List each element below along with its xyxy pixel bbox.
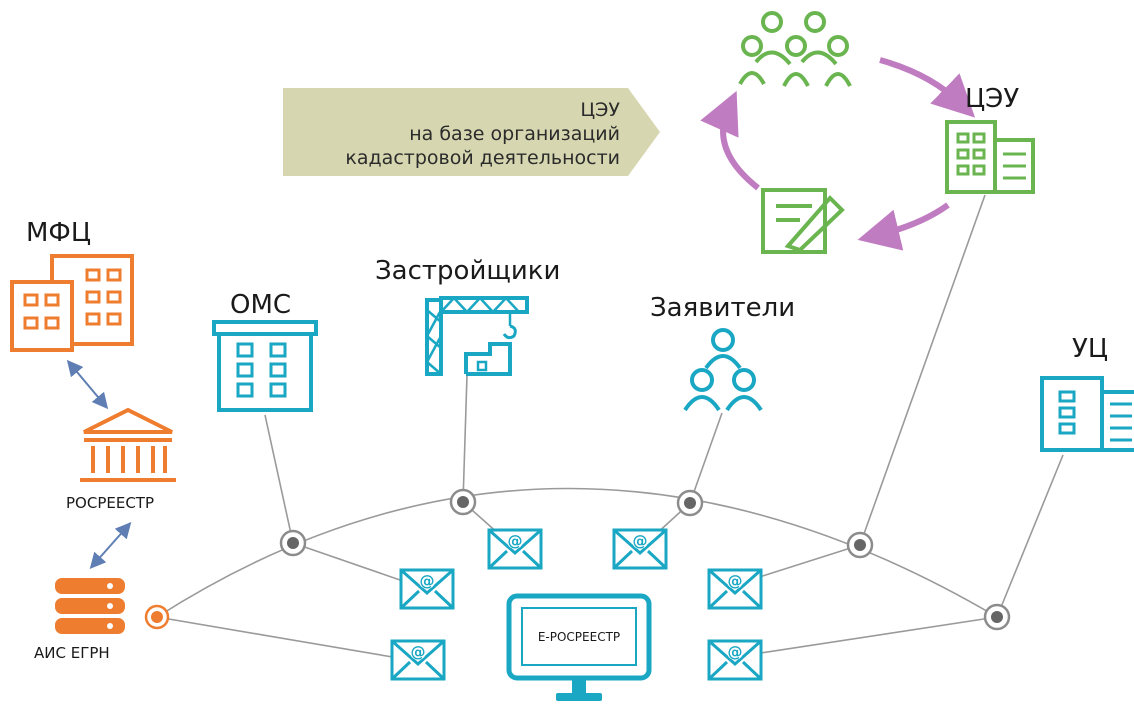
- office-buildings-icon: [10, 254, 134, 352]
- label-developers: Застройщики: [375, 256, 561, 286]
- label-e-rosreestr: E-РОСРЕЕСТР: [537, 630, 621, 644]
- network-node: [983, 603, 1011, 631]
- ceu-banner-text: ЦЭУ на базе организаций кадастровой деят…: [300, 98, 620, 170]
- banner-line-2: на базе организаций: [409, 123, 620, 145]
- database-server-icon: [55, 578, 125, 634]
- office-building-icon: [212, 320, 318, 412]
- label-applicants: Заявители: [650, 293, 796, 323]
- spoke-developers: [462, 374, 468, 503]
- label-ais-egrn: АИС ЕГРН: [34, 644, 110, 662]
- label-uc: УЦ: [1072, 334, 1109, 364]
- email-envelope-icon: [612, 528, 668, 570]
- construction-crane-icon: [425, 296, 529, 376]
- ais-node: [144, 604, 170, 630]
- email-envelope-icon: [487, 528, 543, 570]
- spoke-applicants: [689, 412, 723, 504]
- spoke-uc: [996, 454, 1064, 618]
- arrow-rosreestr-ais: [89, 522, 132, 569]
- office-building-icon: [1040, 376, 1134, 452]
- network-node: [676, 489, 704, 517]
- banner-line-1: ЦЭУ: [580, 99, 620, 121]
- government-building-icon: [80, 407, 176, 482]
- arrow-mfc-rosreestr: [66, 359, 109, 410]
- computer-monitor-icon: [506, 593, 652, 701]
- email-envelope-icon: [707, 639, 763, 681]
- email-envelope-icon: [707, 568, 763, 610]
- banner-line-3: кадастровой деятельности: [345, 147, 620, 169]
- crowd-icon: [738, 11, 852, 87]
- network-node: [846, 531, 874, 559]
- document-edit-icon: [761, 188, 845, 254]
- line-bottom-left: [156, 616, 411, 661]
- label-rosreestr: РОСРЕЕСТР: [66, 494, 155, 512]
- branch-env4: [749, 544, 861, 581]
- ceu-banner: [283, 88, 660, 176]
- spoke-oms: [264, 414, 294, 544]
- label-oms: ОМС: [230, 290, 292, 320]
- email-envelope-icon: [399, 568, 455, 610]
- network-node: [449, 488, 477, 516]
- network-node: [279, 529, 307, 557]
- branch-env3: [292, 542, 401, 581]
- ceu-cycle-arrows: [700, 57, 976, 251]
- label-mfc: МФЦ: [26, 218, 91, 248]
- network-lines: [156, 194, 1064, 661]
- label-ceu: ЦЭУ: [965, 84, 1020, 114]
- office-building-icon: [945, 120, 1035, 194]
- arc-upper: [156, 487, 998, 618]
- email-envelope-icon: [390, 639, 446, 681]
- spoke-ceu: [859, 194, 986, 546]
- people-group-icon: [683, 328, 763, 412]
